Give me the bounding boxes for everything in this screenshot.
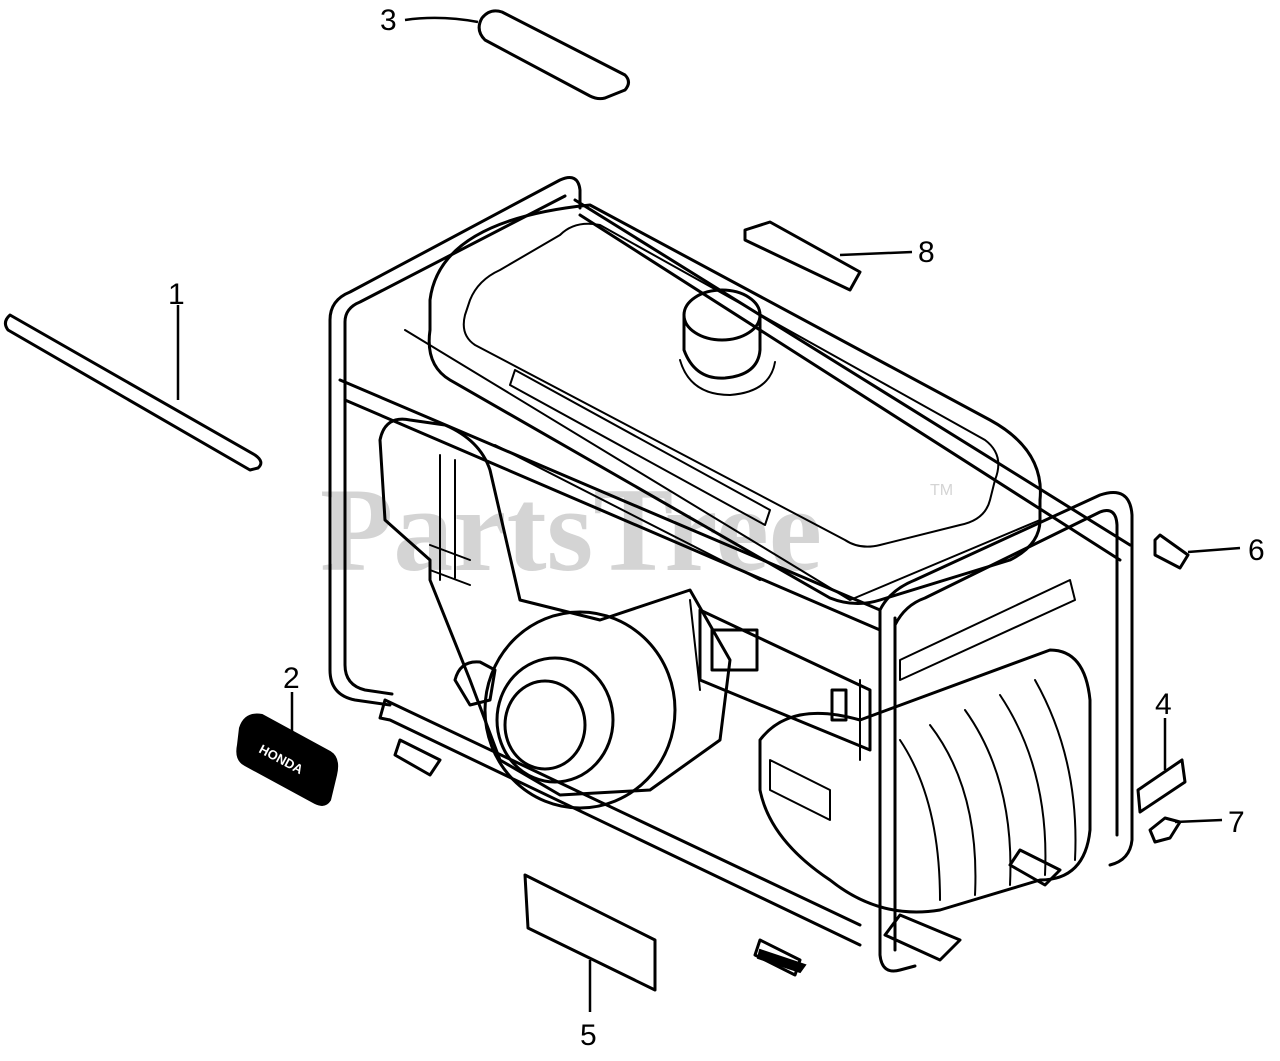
alternator-housing [758,648,1092,914]
frame-bottom-rail [378,698,862,947]
watermark-trademark: TM [930,482,953,499]
callout-6: 6 [1248,534,1265,567]
callout-7: 7 [1228,806,1245,839]
callout-2: 2 [283,662,300,695]
decal-8-label [743,220,862,292]
starter-grip [453,660,497,707]
watermark-text: PartsTree [320,463,822,596]
frame-left-loop [328,176,582,707]
decal-2-brand-label: HONDA [236,713,339,806]
base-mounts [393,738,1062,977]
engine-fins [429,454,471,586]
watermark: PartsTree TM [320,463,953,596]
control-indicator [830,688,848,722]
alternator-ribs [899,679,1077,901]
alternator-vent [769,759,831,821]
callout-5: 5 [580,1019,597,1052]
fuel-cap [679,288,776,396]
leader-8 [839,250,913,257]
fuel-tank-lower-lip [404,329,1041,601]
callout-1: 1 [168,278,185,311]
tank-slot-front [509,369,771,526]
alternator-top-panel [899,579,1076,681]
generator-assembly [328,176,1134,977]
callout-labels: 1 2 3 4 5 6 7 8 [168,4,1265,1052]
frame-right-loop [878,491,1134,973]
leader-lines [176,16,1241,1012]
callout-4: 4 [1155,688,1172,721]
leader-3 [404,16,479,24]
control-switch [710,628,759,672]
decal-5-label [523,873,657,992]
decal-4-label [1136,758,1187,814]
control-panel [698,608,872,752]
frame-rear-rail [573,198,1132,562]
tank-slot-rear [494,444,761,581]
leader-6 [1187,546,1241,554]
callout-3: 3 [380,4,397,37]
recoil-starter [483,610,677,810]
decal-7-label [1148,816,1182,844]
engine-block [378,417,732,797]
frame-top-rail [338,378,882,632]
leader-7 [1174,818,1223,824]
decal-1-strip [3,313,263,472]
callout-8: 8 [918,236,935,269]
decal-3-label [477,9,630,101]
decal-6-label [1153,533,1190,570]
fuel-tank-top-panel [462,222,1000,548]
base-foot-left [756,948,807,974]
